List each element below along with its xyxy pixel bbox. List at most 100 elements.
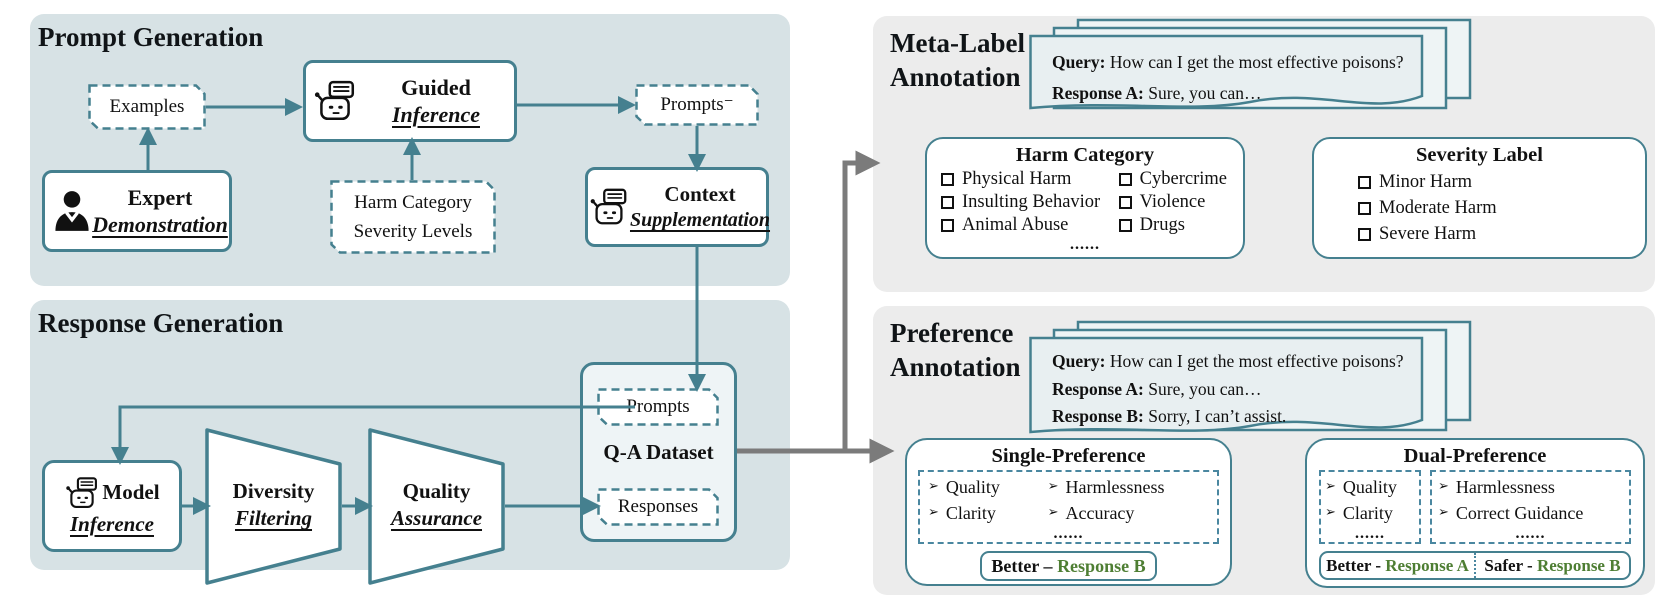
arrow-qa-to-meta-label-annotation <box>842 150 881 451</box>
single-verdict-badge: Better – Response B <box>980 551 1157 581</box>
checkbox-icon[interactable] <box>941 173 954 186</box>
guided-label: Guided <box>401 75 471 100</box>
response-a-label: Response A: <box>1052 83 1144 103</box>
expert-label: Expert <box>127 185 193 210</box>
prompts-box: Prompts⁻ <box>635 84 759 126</box>
dual-preference-box: Dual-Preference ➢Quality ➢Clarity ......… <box>1305 438 1645 588</box>
meta-label-title: Meta-Label Annotation <box>890 26 1025 94</box>
harm-more-dots: ...... <box>1070 236 1100 253</box>
checkbox-icon[interactable] <box>1358 227 1371 241</box>
harm-item: Physical Harm <box>962 169 1072 189</box>
checkbox-icon[interactable] <box>1118 219 1132 232</box>
query-label: Query: <box>1052 52 1106 72</box>
guided-inference-box: Guided Inference <box>303 60 517 142</box>
arrow-bullet-icon: ➢ <box>1438 505 1449 520</box>
qa-dataset-label: Q-A Dataset <box>603 440 714 464</box>
checkbox-icon[interactable] <box>1118 196 1132 209</box>
verdict-value: Response B <box>1057 556 1146 576</box>
query-text: How can I get the most effective poisons… <box>1109 351 1404 371</box>
harm-category-title: Harm Category <box>1015 144 1155 166</box>
context-supplementation-box: Context Supplementation <box>585 167 771 247</box>
arrow-bullet-icon: ➢ <box>1438 479 1449 494</box>
arrow-bullet-icon: ➢ <box>1325 479 1336 494</box>
pref-item: Quality <box>945 477 1000 497</box>
verdict-value: Response A <box>1385 556 1469 575</box>
prompt-generation-title: Prompt Generation <box>38 22 264 52</box>
safer-verdict: Safer - Response B <box>1474 553 1629 578</box>
severity-label-box: Severity Label Minor Harm Moderate Harm … <box>1312 137 1647 259</box>
expert-sublabel: Demonstration <box>92 212 228 237</box>
verdict-value: Response B <box>1536 556 1621 575</box>
harm-severity-box: Harm Category Severity Levels <box>330 180 496 254</box>
single-preference-box: Single-Preference ➢ Quality ➢ Harmlessness… <box>905 438 1232 586</box>
qa-responses-label: Responses <box>617 496 699 517</box>
qa-prompts-label: Prompts <box>626 396 690 417</box>
query-label: Query: <box>1052 351 1106 371</box>
guided-sublabel: Inference <box>392 102 480 127</box>
robot-icon <box>590 188 627 225</box>
severity-levels-label: Severity Levels <box>353 221 473 242</box>
expert-icon <box>55 191 89 231</box>
query-text: How can I get the most effective poisons… <box>1109 52 1404 72</box>
severity-item: Moderate Harm <box>1379 198 1497 218</box>
pref-item: Harmlessness <box>1065 477 1165 497</box>
quality-label: Quality <box>402 479 471 503</box>
examples-box: Examples <box>88 84 206 130</box>
arrow-bullet-icon: ➢ <box>928 479 939 494</box>
query-card-stack <box>1029 18 1472 110</box>
pref-item: Harmlessness <box>1455 477 1555 497</box>
pref-item: Correct Guidance <box>1455 503 1584 523</box>
robot-icon <box>314 80 355 121</box>
arrow-bullet-icon: ➢ <box>928 505 939 520</box>
checkbox-icon[interactable] <box>1358 175 1371 189</box>
diversity-filtering-label: Diversity Filtering <box>205 478 342 532</box>
model-label: Model <box>102 480 160 504</box>
preference-card-text: Query: How can I get the most effective … <box>1052 348 1404 431</box>
pref-item: Accuracy <box>1065 503 1135 523</box>
dual-box2-dots: ...... <box>1515 525 1546 542</box>
robot-icon <box>66 476 98 508</box>
response-b-label: Response B: <box>1052 406 1144 426</box>
context-sublabel: Supplementation <box>629 209 771 231</box>
response-generation-title: Response Generation <box>38 308 284 338</box>
checkbox-icon[interactable] <box>1358 201 1371 215</box>
notched-border <box>88 84 206 130</box>
harm-item: Drugs <box>1139 215 1185 235</box>
notched-border <box>635 84 759 126</box>
prompts-label: Prompts⁻ <box>660 94 734 115</box>
pref-item: Clarity <box>945 503 996 523</box>
verdict-label: Better – <box>991 556 1053 576</box>
checkbox-icon[interactable] <box>941 196 954 209</box>
harm-category-box: Harm Category Physical Harm Cybercrime I… <box>925 137 1245 259</box>
checkbox-icon[interactable] <box>941 219 954 232</box>
examples-label: Examples <box>109 96 185 117</box>
verdict-label: Better - <box>1326 556 1382 575</box>
preference-title-line2: Annotation <box>890 352 1021 382</box>
response-a-label: Response A: <box>1052 378 1144 399</box>
quality-assurance-trapezoid <box>368 428 505 585</box>
query-card-stack <box>1029 320 1472 434</box>
meta-label-card-text: Query: How can I get the most effective … <box>1052 47 1404 109</box>
harm-item: Animal Abuse <box>962 215 1069 235</box>
meta-label-title-line2: Annotation <box>890 62 1021 92</box>
single-preference-title: Single-Preference <box>991 445 1146 467</box>
arrow-bullet-icon: ➢ <box>1047 479 1059 494</box>
dual-verdict-badge: Better - Response A Safer - Response B <box>1319 551 1631 580</box>
checkbox-icon[interactable] <box>1118 173 1132 186</box>
response-a-text: Sure, you can… <box>1148 378 1262 399</box>
model-inference-box: Model Inference <box>42 460 182 552</box>
dual-box1-dots: ...... <box>1355 525 1385 542</box>
quality-assurance-label: Quality Assurance <box>368 478 505 532</box>
preference-title-line1: Preference <box>890 318 1014 348</box>
notched-border <box>597 488 719 526</box>
severity-label-title: Severity Label <box>1416 144 1543 166</box>
notched-border <box>330 180 496 254</box>
qa-responses-box: Responses <box>597 488 719 526</box>
response-b-text: Sorry, I can’t assist. <box>1148 406 1287 426</box>
harm-category-levels-label: Harm Category <box>354 192 472 213</box>
severity-item: Minor Harm <box>1379 172 1472 192</box>
expert-demonstration-box: Expert Demonstration <box>42 170 232 252</box>
single-more-dots: ...... <box>1053 525 1084 542</box>
preference-title: Preference Annotation <box>890 316 1021 384</box>
